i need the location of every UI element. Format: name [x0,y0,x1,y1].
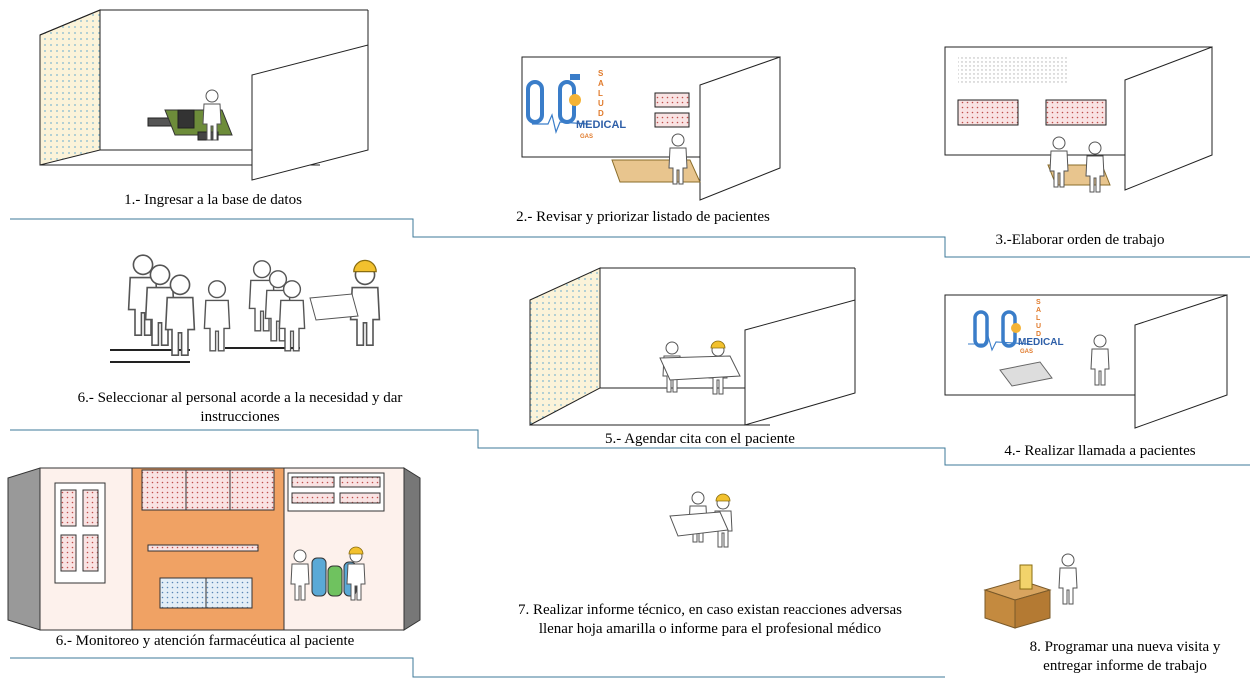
svg-text:D: D [1036,331,1041,338]
pharmacy-facade-illustration [7,467,421,631]
step-4-caption: 4.- Realizar llamada a pacientes [1004,443,1196,459]
svg-text:A: A [1036,307,1041,314]
connector-line-3 [10,657,945,678]
step-7-caption: 7. Realizar informe técnico, en caso exi… [518,602,902,637]
svg-text:S: S [598,69,604,78]
svg-text:MEDICAL: MEDICAL [1018,337,1064,348]
room-5-illustration [529,267,856,426]
room-4-illustration [944,294,1228,429]
svg-text:MEDICAL: MEDICAL [576,119,626,131]
svg-text:U: U [598,99,604,108]
step-6a-caption: 6.- Seleccionar al personal acorde a la … [77,390,403,425]
svg-text:GAS: GAS [580,134,593,140]
personnel-group-illustration [110,254,381,363]
svg-text:L: L [1036,315,1041,322]
svg-text:A: A [598,79,604,88]
medical-gas-logo: MEDICAL GAS S A L U D [526,69,626,140]
svg-text:GAS: GAS [1020,349,1033,355]
room-2-illustration [521,56,781,201]
connector-line-2 [10,429,1250,466]
svg-text:L: L [598,89,603,98]
report-figures-illustration [669,491,733,548]
connector-line-1 [10,218,1250,258]
svg-text:S: S [1036,299,1041,306]
step-6b-caption: 6.- Monitoreo y atención farmacéutica al… [55,633,355,649]
room-3-illustration [944,46,1213,193]
svg-text:U: U [1036,323,1041,330]
delivery-figures-illustration [983,553,1078,629]
step-2-caption: 2.- Revisar y priorizar listado de pacie… [516,209,770,225]
svg-text:D: D [598,109,604,118]
step-3-caption: 3.-Elaborar orden de trabajo [995,232,1165,248]
step-5-caption: 5.- Agendar cita con el paciente [605,431,795,447]
medical-gas-logo-2: MEDICAL GAS S A L U D [968,299,1064,355]
step-1-caption: 1.- Ingresar a la base de datos [124,192,302,208]
room-1-illustration [39,9,369,181]
step-8-caption: 8. Programar una nueva visita y entregar… [1029,639,1221,674]
